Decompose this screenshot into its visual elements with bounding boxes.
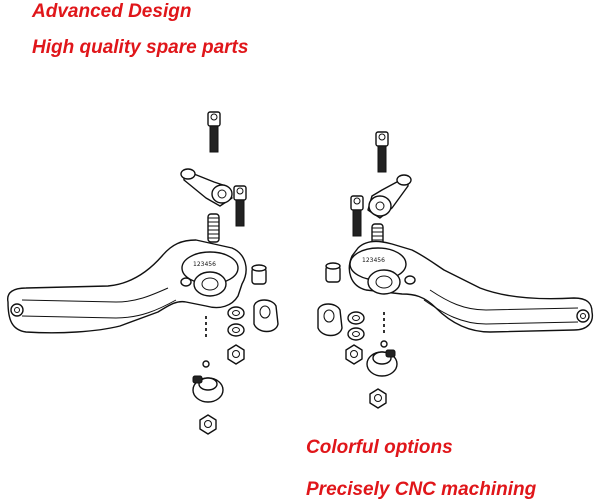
right-bolt-short — [350, 195, 364, 237]
left-lower-knob — [192, 375, 224, 403]
right-lever-body: 123456 — [348, 240, 594, 333]
right-lower-knob — [366, 349, 398, 377]
right-washer-1 — [347, 311, 365, 325]
left-washer-2 — [227, 323, 245, 337]
left-washer-1 — [227, 306, 245, 320]
left-adjuster-arm — [180, 168, 233, 207]
left-bushing — [251, 264, 267, 285]
left-bolt-top — [207, 111, 221, 153]
caption-advanced-design: Advanced Design — [32, 1, 192, 22]
right-bushing — [325, 262, 341, 283]
caption-colorful-options: Colorful options — [306, 437, 453, 458]
left-nut-1 — [227, 344, 245, 365]
right-lever-assembly: 123456 — [317, 131, 594, 409]
left-bolt-short — [233, 185, 247, 227]
right-adjuster-arm — [367, 174, 412, 219]
right-cam-block — [317, 303, 343, 337]
right-bolt-top — [375, 131, 389, 173]
left-small-ball — [202, 360, 210, 368]
right-nut-1 — [345, 344, 363, 365]
left-nut-bottom — [199, 414, 217, 435]
left-lever-body: 123456 — [7, 239, 247, 334]
right-dial-numbers: 123456 — [362, 257, 385, 264]
caption-high-quality-parts: High quality spare parts — [32, 37, 249, 58]
right-small-ball — [380, 340, 388, 348]
right-spring — [371, 223, 384, 247]
right-washer-2 — [347, 327, 365, 341]
left-lever-assembly: 123456 — [7, 111, 279, 435]
left-spring — [207, 213, 220, 243]
caption-cnc-machining: Precisely CNC machining — [306, 479, 537, 500]
right-nut-bottom — [369, 388, 387, 409]
left-dial-numbers: 123456 — [193, 261, 216, 268]
left-cam-block — [253, 299, 279, 333]
